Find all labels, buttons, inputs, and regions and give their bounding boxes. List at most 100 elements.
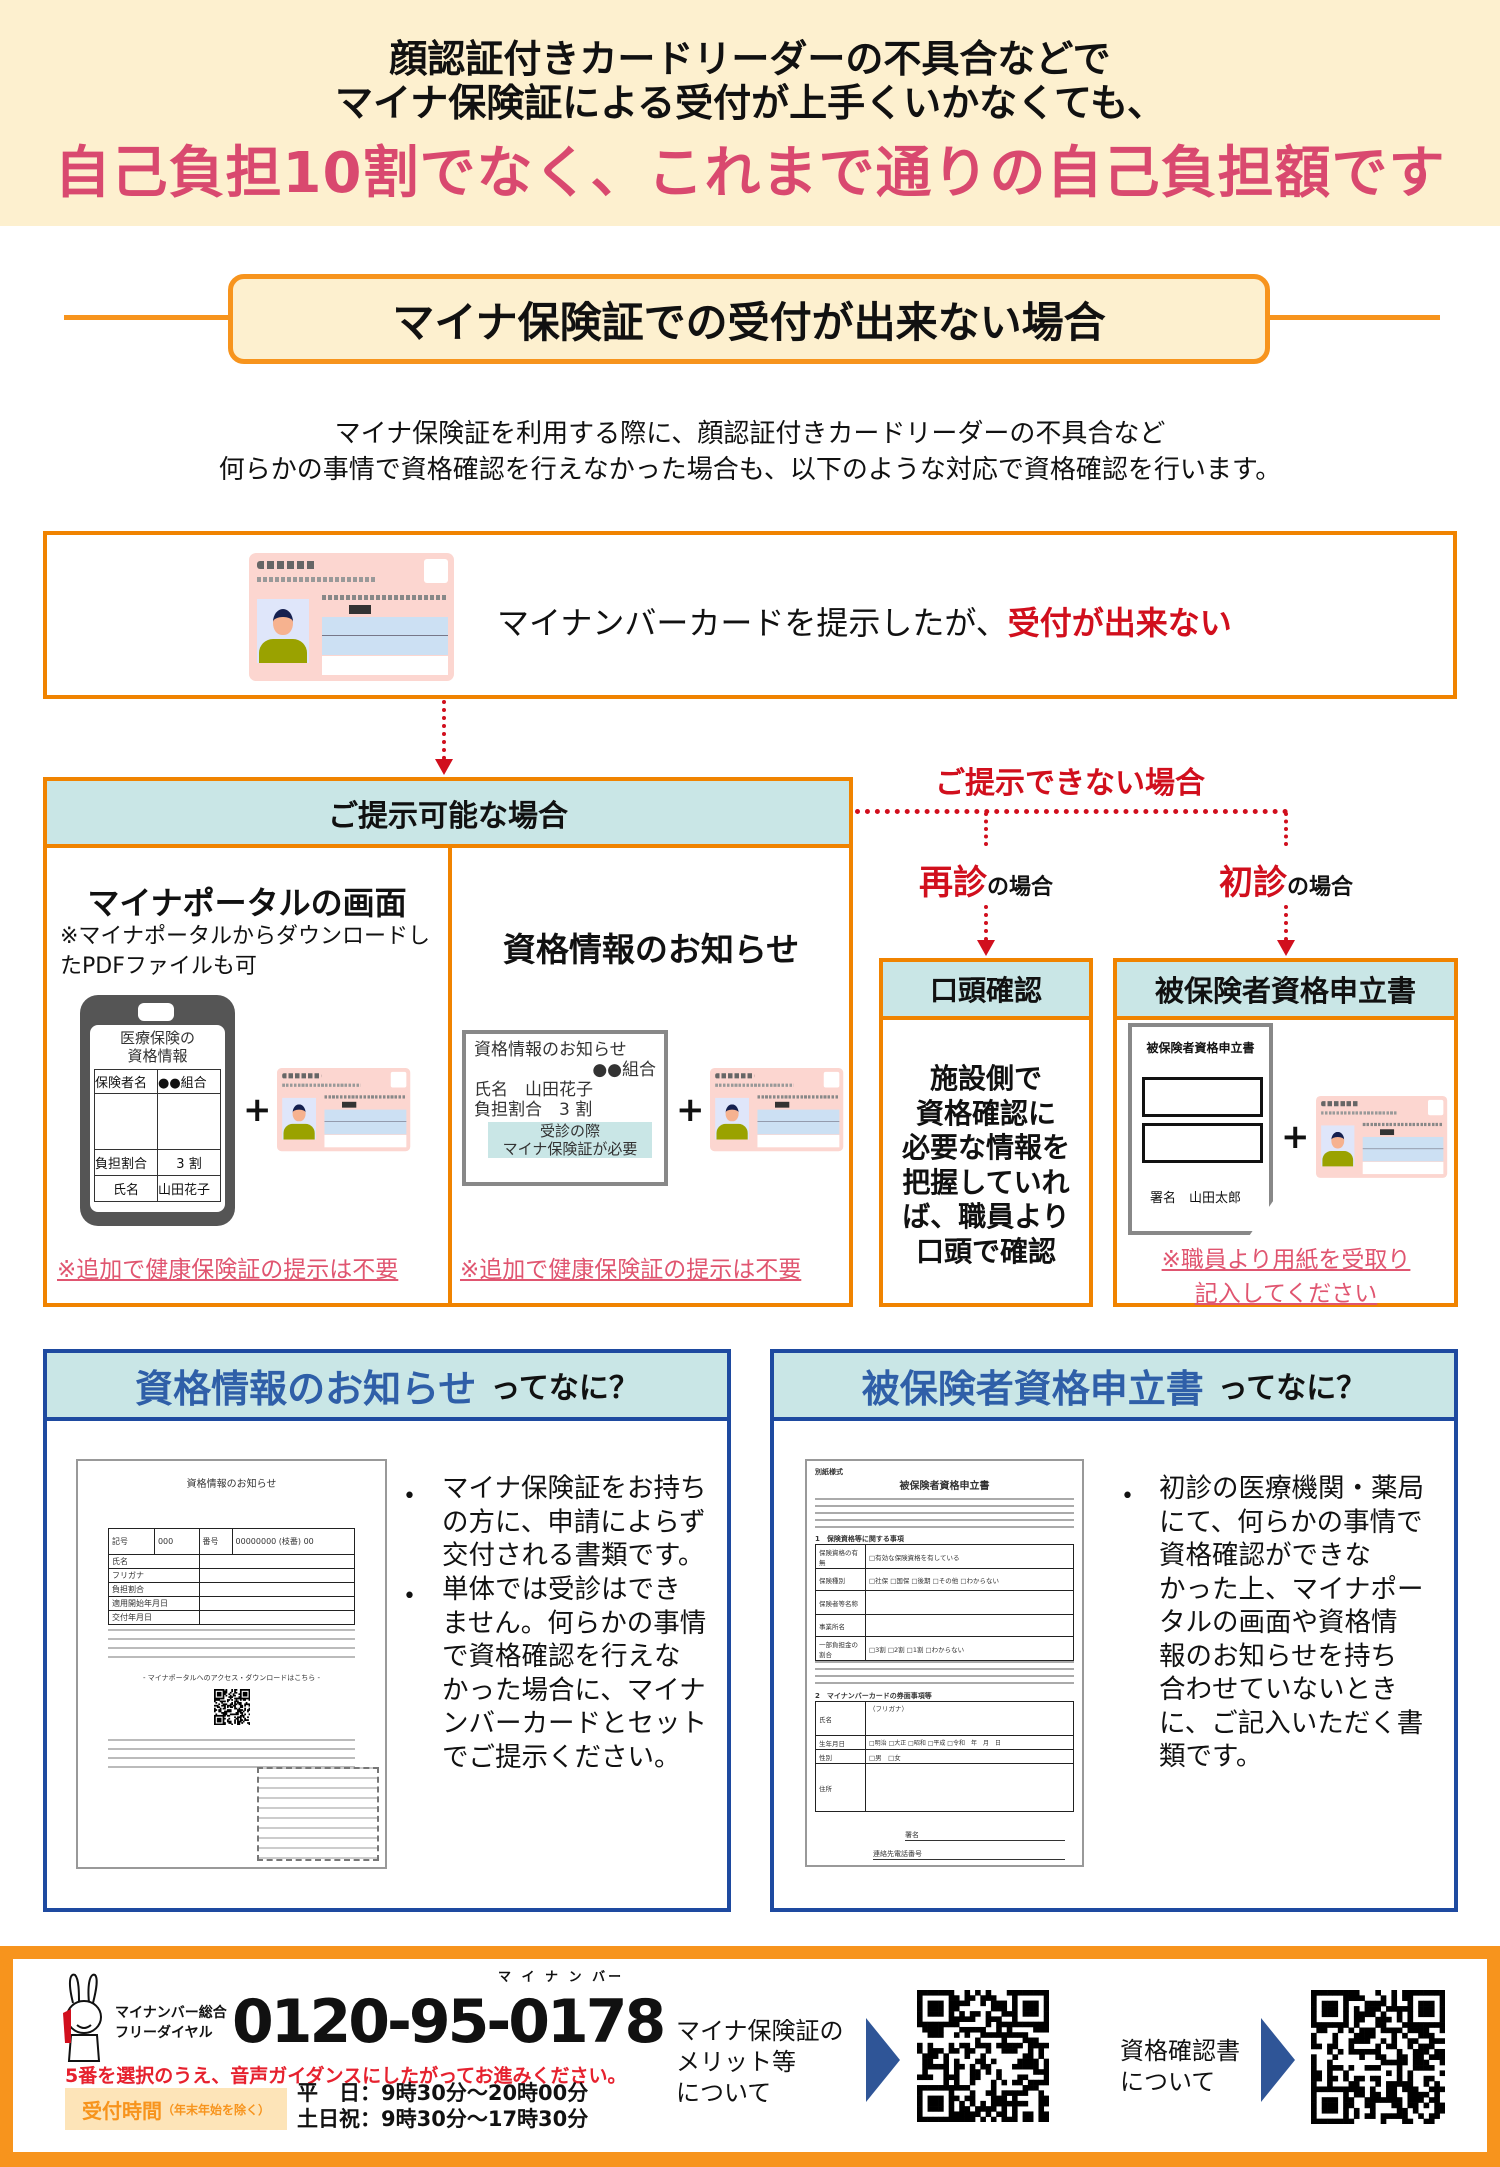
- oral-check-box: 口頭確認 施設側で 資格確認に 必要な情報を 把握していれ ば、職員より 口頭で…: [879, 958, 1093, 1307]
- dial-label-1: マイナンバー総合: [115, 2005, 227, 2021]
- form-title: 被保険者資格申立書: [1146, 1041, 1255, 1055]
- column-divider: [448, 848, 452, 1307]
- label: 氏名: [474, 1080, 508, 1100]
- whatis-suffix: ってなに？: [490, 1371, 639, 1406]
- doc-table: 保険資格の有無□有効な保険資格を有している 保険種別□社保 □国保 □後期 □そ…: [815, 1544, 1074, 1661]
- bullet-icon: •: [403, 1484, 416, 1509]
- top-banner: [0, 0, 1500, 226]
- doc-section: 2 マイナンバーカードの券面事項等: [815, 1692, 932, 1700]
- notice-doc-title: 資格情報のお知らせ: [474, 1040, 627, 1060]
- cell: 3 割: [157, 1149, 221, 1176]
- phone-instruction: 5番を選択のうえ、音声ガイダンスにしたがってお進みください。: [65, 2065, 627, 2087]
- dial-label-2: フリーダイヤル: [115, 2025, 213, 2041]
- cell: 山田花子: [157, 1175, 221, 1202]
- cell: 適用開始年月日: [108, 1596, 200, 1611]
- notice-doc-note: 受診の際 マイナ保険証が必要: [488, 1122, 652, 1158]
- receive-form-link[interactable]: ※職員より用紙を受取り: [1161, 1247, 1411, 1273]
- doc-title: 被保険者資格申立書: [899, 1481, 990, 1492]
- whatis-notice-header: 資格情報のお知らせってなに？: [47, 1353, 727, 1421]
- doc-sign: 署名: [905, 1830, 1065, 1841]
- form-field: [1142, 1077, 1263, 1117]
- value: 山田花子: [525, 1080, 593, 1100]
- form-signature: 署名 山田太郎: [1150, 1191, 1242, 1206]
- bullet-icon: •: [1121, 1484, 1134, 1509]
- cell: 住所: [815, 1763, 866, 1812]
- not-presentable-label: ご提示できない場合: [935, 766, 1205, 801]
- banner-headline: 自己負担10割でなく、これまで通りの自己負担額です: [54, 141, 1446, 206]
- my-number-card-illustration: [249, 553, 454, 681]
- revisit-label: 再診の場合: [886, 855, 1086, 904]
- card-step-label: マイナンバーカードを提示したが、: [497, 604, 1008, 642]
- oral-check-body: 施設側で 資格確認に 必要な情報を 把握していれ ば、職員より 口頭で確認: [901, 1062, 1070, 1268]
- my-number-card-illustration: [277, 1068, 411, 1152]
- qr-code-merit[interactable]: [917, 1990, 1049, 2122]
- value: 3 割: [559, 1100, 593, 1120]
- no-insurance-card-needed-link[interactable]: ※追加で健康保険証の提示は不要: [460, 1257, 802, 1283]
- revisit-suffix: の場合: [986, 875, 1053, 900]
- cell: （フリガナ）: [865, 1701, 1074, 1736]
- first-suffix: の場合: [1286, 875, 1353, 900]
- phone-ruby: マ イ ナ ン バー: [498, 1970, 625, 1985]
- cell: □有効な保険資格を有している: [865, 1544, 1074, 1569]
- cell: 保険種別: [815, 1568, 866, 1591]
- card-step-text: マイナンバーカードを提示したが、受付が出来ない: [497, 598, 1232, 644]
- whatis-declaration-header: 被保険者資格申立書ってなに？: [774, 1353, 1454, 1421]
- section-title: マイナ保険証での受付が出来ない場合: [228, 274, 1270, 364]
- qr-code-certificate[interactable]: [1311, 1990, 1445, 2124]
- cell: □3割 □2割 □1割 □わからない: [865, 1636, 1074, 1661]
- form-label: 別紙様式: [815, 1468, 843, 1476]
- dotted-connector: [442, 700, 446, 760]
- portal-caption: - マイナポータルへのアクセス・ダウンロードはこちら -: [142, 1674, 320, 1682]
- cell: 保険者等名称: [815, 1590, 866, 1615]
- arrow-down-icon: [1277, 940, 1295, 956]
- phone-number-link[interactable]: 0120-95-0178: [232, 1987, 666, 2057]
- doc-title: 資格情報のお知らせ: [186, 1479, 277, 1490]
- cell: 保険者名: [94, 1069, 158, 1094]
- whatis-declaration-bullet: 初診の医療機関・薬局 にて、何らかの事情で 資格確認ができな かった上、マイナポ…: [1159, 1473, 1424, 1772]
- my-number-card-illustration: [1316, 1096, 1448, 1178]
- cell: 一部負担金の割合: [815, 1636, 866, 1661]
- section-title-text: マイナ保険証での受付が出来ない場合: [392, 297, 1106, 347]
- whatis-title: 被保険者資格申立書: [861, 1366, 1204, 1411]
- intro-line-2: 何らかの事情で資格確認を行えなかった場合も、以下のような対応で資格確認を行います…: [218, 455, 1282, 485]
- cell: □社保 □国保 □後期 □その他 □わからない: [865, 1568, 1074, 1591]
- whatis-notice-bullet: マイナ保険証をお持ち の方に、申請によらず 交付される書類です。: [442, 1473, 707, 1571]
- oral-check-header: 口頭確認: [883, 962, 1089, 1020]
- cell: 負担割合: [108, 1582, 200, 1597]
- arrow-down-icon: [977, 940, 995, 956]
- hours-label-box: 受付時間（年末年始を除く）: [65, 2088, 287, 2130]
- banner-line-1: 顔認証付きカードリーダーの不具合などで: [389, 37, 1111, 81]
- cell: 負担割合: [94, 1149, 158, 1176]
- arrow-right-icon: [866, 2018, 900, 2102]
- card-step-red: 受付が出来ない: [1007, 604, 1232, 642]
- dotted-connector: [984, 812, 988, 846]
- revisit-strong: 再診: [918, 863, 987, 903]
- doc-table: 氏名（フリガナ） 生年月日□明治 □大正 □昭和 □平成 □令和 年 月 日 性…: [815, 1701, 1074, 1812]
- cell: 記号: [108, 1528, 155, 1555]
- cell: ●●組合: [157, 1069, 221, 1094]
- cutout-card: [257, 1767, 379, 1861]
- doc-phone: 連絡先電話番号: [873, 1849, 1065, 1860]
- hours-label: 受付時間: [81, 2098, 162, 2123]
- cell: 000: [153, 1528, 200, 1555]
- notice-title: 資格情報のお知らせ: [502, 930, 800, 969]
- bullet-icon: •: [403, 1584, 416, 1609]
- certificate-link-label[interactable]: 資格確認書 について: [1120, 2037, 1240, 2096]
- arrow-right-icon: [1261, 2018, 1295, 2102]
- mascot-rabbit-icon: [63, 1973, 102, 2062]
- dotted-connector: [1284, 812, 1288, 846]
- no-insurance-card-needed-link[interactable]: ※追加で健康保険証の提示は不要: [57, 1257, 399, 1283]
- cell: 00000000 (枝番) 00: [231, 1528, 356, 1555]
- cell: フリガナ: [108, 1568, 200, 1583]
- notice-doc-insurer: ●●組合: [592, 1060, 656, 1080]
- form-field: [1142, 1123, 1263, 1163]
- fill-in-link[interactable]: 記入してください: [1194, 1281, 1378, 1307]
- merit-link-label[interactable]: マイナ保険証の メリット等 について: [676, 2017, 844, 2107]
- hours-weekend: 土日祝：9時30分～17時30分: [297, 2107, 589, 2131]
- dotted-connector: [984, 905, 988, 941]
- presentable-header: ご提示可能な場合: [47, 781, 849, 848]
